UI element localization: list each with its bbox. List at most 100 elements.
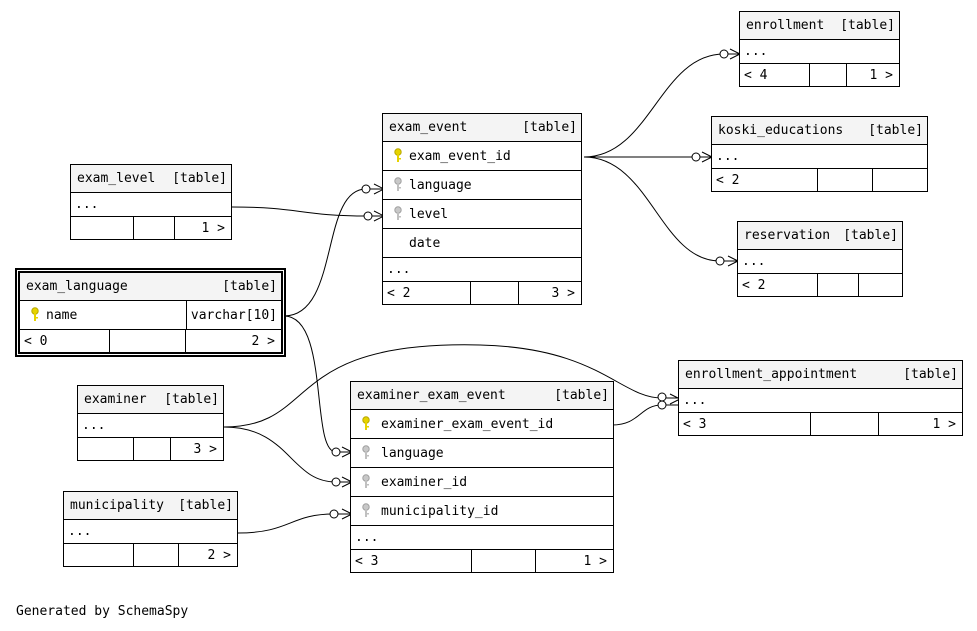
foreign-key-icon xyxy=(387,177,409,193)
child-count[interactable]: 1 > xyxy=(583,553,607,569)
parent-count[interactable]: < 0 xyxy=(20,330,110,352)
table-examiner-exam-event[interactable]: examiner_exam_event [table] examiner_exa… xyxy=(350,381,614,573)
primary-key-icon xyxy=(355,416,377,432)
column-row[interactable]: language xyxy=(351,439,613,468)
table-name: enrollment_appointment xyxy=(685,367,858,382)
table-tag: [table] xyxy=(164,392,219,407)
column-row[interactable]: date xyxy=(383,229,581,258)
row-count xyxy=(810,64,847,86)
table-header: exam_event [table] xyxy=(383,114,581,142)
table-enrollment[interactable]: enrollment [table] ... < 4 1 > xyxy=(739,11,900,87)
column-row[interactable]: level xyxy=(383,200,581,229)
edge-examiner-examiner-exam-event xyxy=(223,426,352,483)
primary-key-icon xyxy=(24,307,46,323)
child-count[interactable]: 3 > xyxy=(551,285,575,301)
edge-exam-event-reservation xyxy=(583,156,738,262)
table-footer: < 2 3 > xyxy=(383,282,581,304)
column-row[interactable]: examiner_exam_event_id xyxy=(351,410,613,439)
parent-count[interactable]: < 3 xyxy=(679,413,811,435)
table-tag: [table] xyxy=(868,123,923,138)
edge-exam-language-examiner-exam-event xyxy=(283,315,352,453)
foreign-key-icon xyxy=(387,206,409,222)
table-footer: < 2 xyxy=(738,274,902,296)
generated-by-note: Generated by SchemaSpy xyxy=(16,604,189,619)
table-footer: < 0 2 > xyxy=(20,330,281,352)
parent-count[interactable]: < 3 xyxy=(351,550,472,572)
table-footer: 3 > xyxy=(78,438,223,460)
column-row[interactable]: name varchar[10] xyxy=(20,301,281,330)
child-count[interactable] xyxy=(859,274,902,296)
table-header: exam_language [table] xyxy=(20,273,281,301)
parent-count[interactable]: < 2 xyxy=(712,169,818,191)
table-examiner[interactable]: examiner [table] ... 3 > xyxy=(77,385,224,461)
table-header: exam_level [table] xyxy=(71,165,231,193)
table-name: koski_educations xyxy=(718,123,844,138)
child-count[interactable]: 2 > xyxy=(251,333,275,349)
table-name: exam_event xyxy=(389,120,468,135)
table-tag: [table] xyxy=(903,367,958,382)
child-count[interactable]: 2 > xyxy=(207,547,231,563)
row-count xyxy=(134,438,171,460)
edge-examiner-enrollment-appointment xyxy=(223,344,680,428)
child-count[interactable]: 1 > xyxy=(869,67,893,83)
parent-count[interactable]: < 4 xyxy=(740,64,810,86)
table-header: examiner [table] xyxy=(78,386,223,414)
column-name: language xyxy=(381,445,444,461)
column-row[interactable]: examiner_id xyxy=(351,468,613,497)
table-enrollment-appointment[interactable]: enrollment_appointment [table] ... < 3 1… xyxy=(678,360,963,436)
table-tag: [table] xyxy=(172,171,227,186)
more-columns: ... xyxy=(64,520,237,544)
more-columns: ... xyxy=(71,193,231,217)
table-header: enrollment [table] xyxy=(740,12,899,40)
table-footer: 2 > xyxy=(64,544,237,566)
table-municipality[interactable]: municipality [table] ... 2 > xyxy=(63,491,238,567)
column-name: exam_event_id xyxy=(409,148,511,164)
table-header: municipality [table] xyxy=(64,492,237,520)
table-exam-language[interactable]: exam_language [table] name varchar[10] <… xyxy=(15,268,286,357)
table-header: koski_educations [table] xyxy=(712,117,927,145)
parent-count[interactable]: < 2 xyxy=(383,282,471,304)
column-name: level xyxy=(409,206,449,222)
table-footer: < 3 1 > xyxy=(679,413,962,435)
table-reservation[interactable]: reservation [table] ... < 2 xyxy=(737,221,903,297)
parent-count[interactable] xyxy=(78,438,134,460)
table-header: enrollment_appointment [table] xyxy=(679,361,962,389)
row-count xyxy=(472,550,536,572)
column-name: municipality_id xyxy=(381,503,499,519)
table-name: municipality xyxy=(70,498,164,513)
row-count xyxy=(818,274,859,296)
table-footer: < 3 1 > xyxy=(351,550,613,572)
column-name: name xyxy=(46,307,78,323)
table-header: examiner_exam_event [table] xyxy=(351,382,613,410)
more-columns: ... xyxy=(78,414,223,438)
column-name: examiner_id xyxy=(381,474,468,490)
table-exam-level[interactable]: exam_level [table] ... 1 > xyxy=(70,164,232,240)
row-count xyxy=(811,413,879,435)
table-tag: [table] xyxy=(222,279,277,294)
edge-examiner-exam-event-enrollment-appointment xyxy=(611,404,680,426)
column-row[interactable]: exam_event_id xyxy=(383,142,581,171)
more-columns: ... xyxy=(679,389,962,413)
table-koski-educations[interactable]: koski_educations [table] ... < 2 xyxy=(711,116,928,192)
table-tag: [table] xyxy=(178,498,233,513)
child-count[interactable]: 1 > xyxy=(201,220,225,236)
parent-count[interactable] xyxy=(64,544,134,566)
parent-count[interactable] xyxy=(71,217,134,239)
primary-key-icon xyxy=(387,148,409,164)
column-type: varchar[10] xyxy=(185,301,281,329)
row-count xyxy=(110,330,186,352)
child-count[interactable]: 1 > xyxy=(932,416,956,432)
foreign-key-icon xyxy=(355,445,377,461)
more-columns: ... xyxy=(712,145,927,169)
more-columns: ... xyxy=(740,40,899,64)
parent-count[interactable]: < 2 xyxy=(738,274,818,296)
table-tag: [table] xyxy=(554,388,609,403)
table-exam-event[interactable]: exam_event [table] exam_event_id languag… xyxy=(382,113,582,305)
edge-exam-level-exam-event xyxy=(231,206,384,217)
edge-exam-event-enrollment xyxy=(583,53,740,158)
column-row[interactable]: municipality_id xyxy=(351,497,613,526)
column-row[interactable]: language xyxy=(383,171,581,200)
child-count[interactable] xyxy=(873,169,927,191)
child-count[interactable]: 3 > xyxy=(193,441,217,457)
